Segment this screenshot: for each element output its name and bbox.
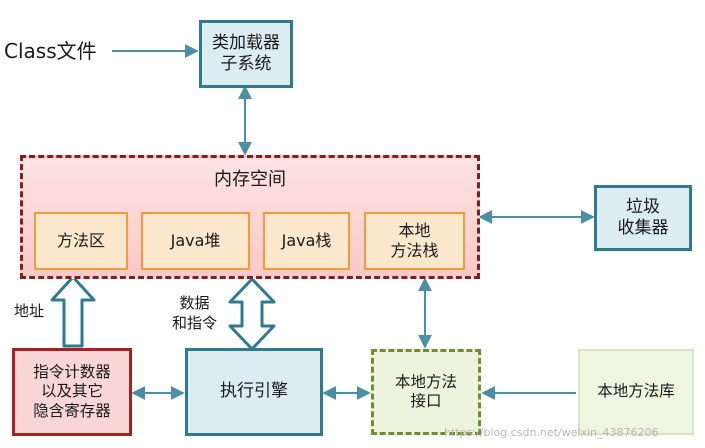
execution-engine-box: 执行引擎 bbox=[185, 348, 323, 436]
native-method-interface-box: 本地方法 接口 bbox=[371, 349, 481, 435]
method-area-box: 方法区 bbox=[34, 212, 128, 270]
watermark-text: https://blog.csdn.net/weixin_43876206 bbox=[444, 426, 659, 439]
class-file-label: Class文件 bbox=[4, 39, 97, 63]
memory-area-title: 内存空间 bbox=[214, 169, 286, 190]
native-method-library-box: 本地方法库 bbox=[578, 349, 694, 435]
java-stack-box: Java栈 bbox=[263, 212, 350, 270]
java-heap-box: Java堆 bbox=[141, 212, 250, 270]
data-and-instructions-label: 数据 和指令 bbox=[172, 294, 218, 332]
data-hollow-double-arrow bbox=[228, 277, 276, 351]
class-loader-subsystem-box: 类加载器 子系统 bbox=[199, 20, 293, 88]
native-method-stack-box: 本地 方法栈 bbox=[364, 212, 465, 270]
garbage-collector-box: 垃圾 收集器 bbox=[594, 185, 692, 251]
address-hollow-arrow bbox=[50, 275, 96, 348]
pc-registers-box: 指令计数器 以及其它 隐含寄存器 bbox=[12, 348, 132, 436]
address-label: 地址 bbox=[14, 302, 45, 320]
